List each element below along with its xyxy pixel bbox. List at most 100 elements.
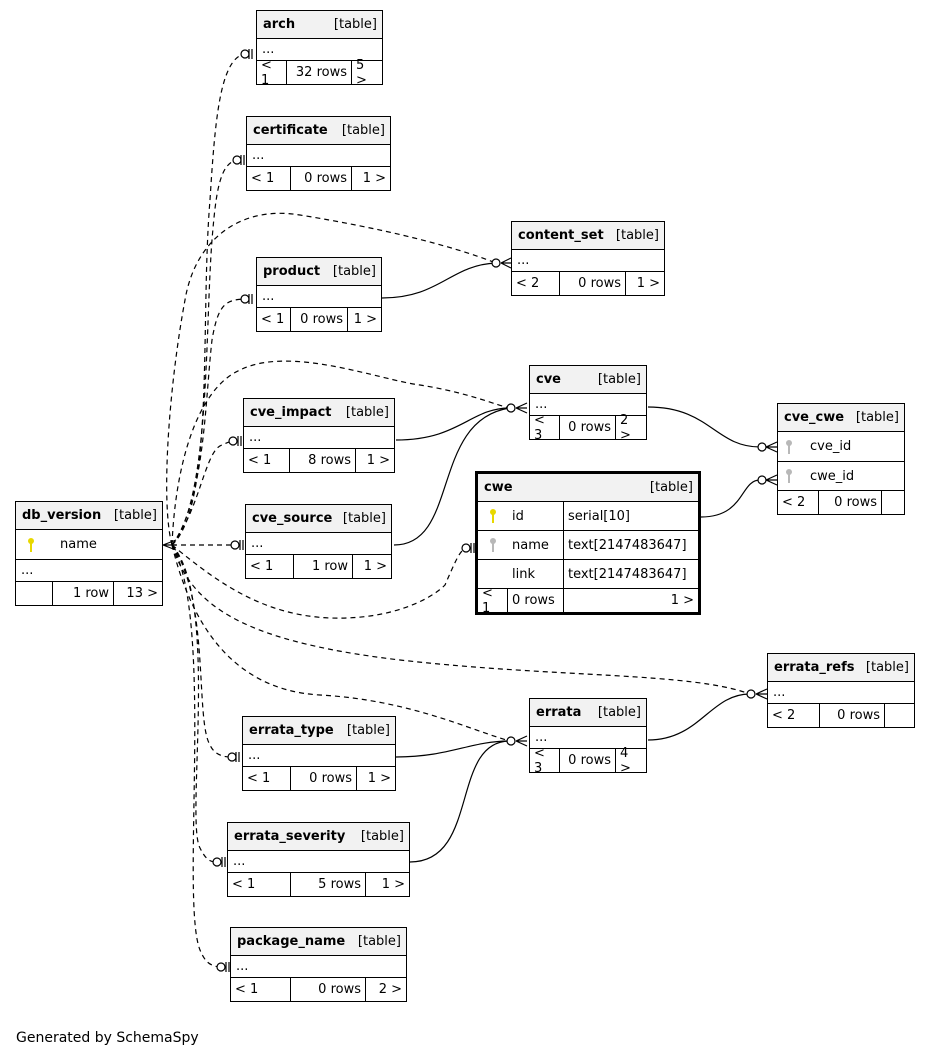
row-count: 0 rows	[560, 416, 616, 439]
table-name: arch	[263, 17, 296, 32]
column-type: text[2147483647]	[568, 566, 687, 582]
table-errata_type[interactable]: errata_type[table] ... < 1 0 rows 1 >	[242, 716, 396, 791]
columns-ellipsis: ...	[530, 727, 646, 749]
row-count: 32 rows	[287, 61, 352, 84]
column-row-name: name	[16, 530, 162, 560]
column-row-name: name text[2147483647]	[478, 531, 698, 560]
table-errata_severity[interactable]: errata_severity[table] ... < 1 5 rows 1 …	[227, 822, 410, 897]
parents-count: < 1	[228, 873, 291, 896]
row-count: 0 rows	[560, 272, 626, 295]
table-name: cve_source	[252, 511, 333, 526]
row-count: 0 rows	[819, 491, 882, 514]
parents-count: < 1	[247, 167, 291, 190]
children-count: 1 >	[381, 877, 405, 892]
columns-ellipsis: ...	[512, 250, 664, 272]
parents-count: < 1	[246, 555, 294, 578]
table-content_set[interactable]: content_set[table] ... < 2 0 rows 1 >	[511, 221, 665, 296]
table-cve_impact[interactable]: cve_impact[table] ... < 1 8 rows 1 >	[243, 398, 395, 473]
children-count: 1 >	[366, 453, 390, 468]
parents-count: < 2	[512, 272, 560, 295]
table-errata[interactable]: errata[table] ... < 3 0 rows 4 >	[529, 698, 647, 776]
column-name: cve_id	[810, 439, 852, 454]
table-cve_cwe[interactable]: cve_cwe [table] cve_id cwe_id < 2 0 rows	[777, 403, 905, 515]
row-count: 0 rows	[291, 167, 352, 190]
table-package_name[interactable]: package_name[table] ... < 1 0 rows 2 >	[230, 927, 407, 1002]
column-name: name	[508, 531, 564, 559]
children-count: 2 >	[378, 982, 402, 997]
primary-key-icon	[478, 502, 508, 530]
table-name: errata	[536, 705, 582, 720]
parents-count: < 1	[231, 978, 291, 1001]
foreign-key-icon	[478, 531, 508, 559]
columns-ellipsis: ...	[231, 956, 406, 978]
row-count: 0 rows	[291, 978, 366, 1001]
table-type: [table]	[332, 264, 376, 279]
parents-count: < 1	[478, 586, 508, 616]
table-cve[interactable]: cve [table] ... < 3 0 rows 2 >	[529, 365, 647, 443]
table-type: [table]	[855, 410, 899, 425]
children-count: 1 >	[353, 312, 377, 327]
children-count: 2 >	[620, 412, 631, 443]
column-row-cve_id: cve_id	[778, 432, 904, 462]
children-count: 4 >	[620, 745, 631, 776]
parents-count: < 1	[244, 449, 290, 472]
table-certificate[interactable]: certificate[table] ... < 1 0 rows 1 >	[246, 116, 391, 191]
table-cve_source[interactable]: cve_source[table] ... < 1 1 row 1 >	[245, 504, 392, 579]
column-row-cwe_id: cwe_id	[778, 462, 904, 491]
column-name: id	[508, 502, 564, 530]
table-type: [table]	[342, 511, 386, 526]
parents-count: < 3	[530, 413, 560, 443]
columns-ellipsis: ...	[243, 745, 395, 767]
column-name: cwe_id	[810, 468, 855, 484]
table-arch[interactable]: arch[table] ... < 1 32 rows 5 >	[256, 10, 383, 88]
parents-count: < 2	[778, 491, 819, 514]
row-count: 0 rows	[291, 308, 348, 331]
columns-ellipsis: ...	[246, 533, 391, 555]
row-count: 5 rows	[291, 873, 366, 896]
table-name: errata_severity	[234, 829, 346, 844]
table-type: [table]	[597, 705, 641, 720]
row-count: 0 rows	[820, 704, 885, 727]
columns-ellipsis: ...	[257, 286, 381, 308]
children-count: 13 >	[126, 586, 158, 601]
columns-ellipsis: ...	[228, 851, 409, 873]
children-count: 1 >	[670, 593, 694, 608]
foreign-key-icon	[778, 469, 800, 483]
table-name: errata_refs	[774, 660, 855, 675]
children-count: 1 >	[636, 276, 660, 291]
columns-ellipsis: ...	[16, 560, 162, 582]
column-name: link	[508, 560, 564, 588]
table-type: [table]	[615, 228, 659, 243]
column-name: name	[60, 537, 97, 552]
parents-count: < 1	[257, 308, 291, 331]
table-type: [table]	[333, 17, 377, 32]
table-type: [table]	[346, 723, 390, 738]
table-cwe[interactable]: cwe[table] id serial[10] name text[21474…	[475, 471, 701, 616]
table-type: [table]	[597, 372, 641, 387]
column-row-id: id serial[10]	[478, 502, 698, 531]
columns-ellipsis: ...	[244, 427, 394, 449]
columns-ellipsis: ...	[247, 145, 390, 167]
row-count: 0 rows	[291, 767, 357, 790]
table-type: [table]	[345, 405, 389, 420]
table-errata_refs[interactable]: errata_refs[table] ... < 2 0 rows	[767, 653, 915, 728]
table-name: cve	[536, 372, 561, 387]
columns-ellipsis: ...	[530, 394, 646, 416]
table-db_version[interactable]: db_version[table] name ... 1 row 13 >	[15, 501, 163, 606]
generated-by-note: Generated by SchemaSpy	[16, 1030, 199, 1046]
table-product[interactable]: product [table] ... < 1 0 rows 1 >	[256, 257, 382, 332]
children-count	[882, 491, 904, 514]
parents-count	[16, 582, 53, 605]
table-name: cve_cwe	[784, 410, 845, 425]
column-type: text[2147483647]	[568, 537, 687, 553]
table-type: [table]	[865, 660, 909, 675]
row-count: 0 rows	[508, 589, 564, 612]
parents-count: < 1	[243, 767, 291, 790]
table-name: product	[263, 264, 321, 279]
table-name: db_version	[22, 508, 102, 523]
parents-count: < 2	[768, 704, 820, 727]
primary-key-icon	[16, 537, 46, 552]
row-count: 1 row	[294, 555, 353, 578]
table-type: [table]	[113, 508, 157, 523]
table-type: [table]	[341, 123, 385, 138]
